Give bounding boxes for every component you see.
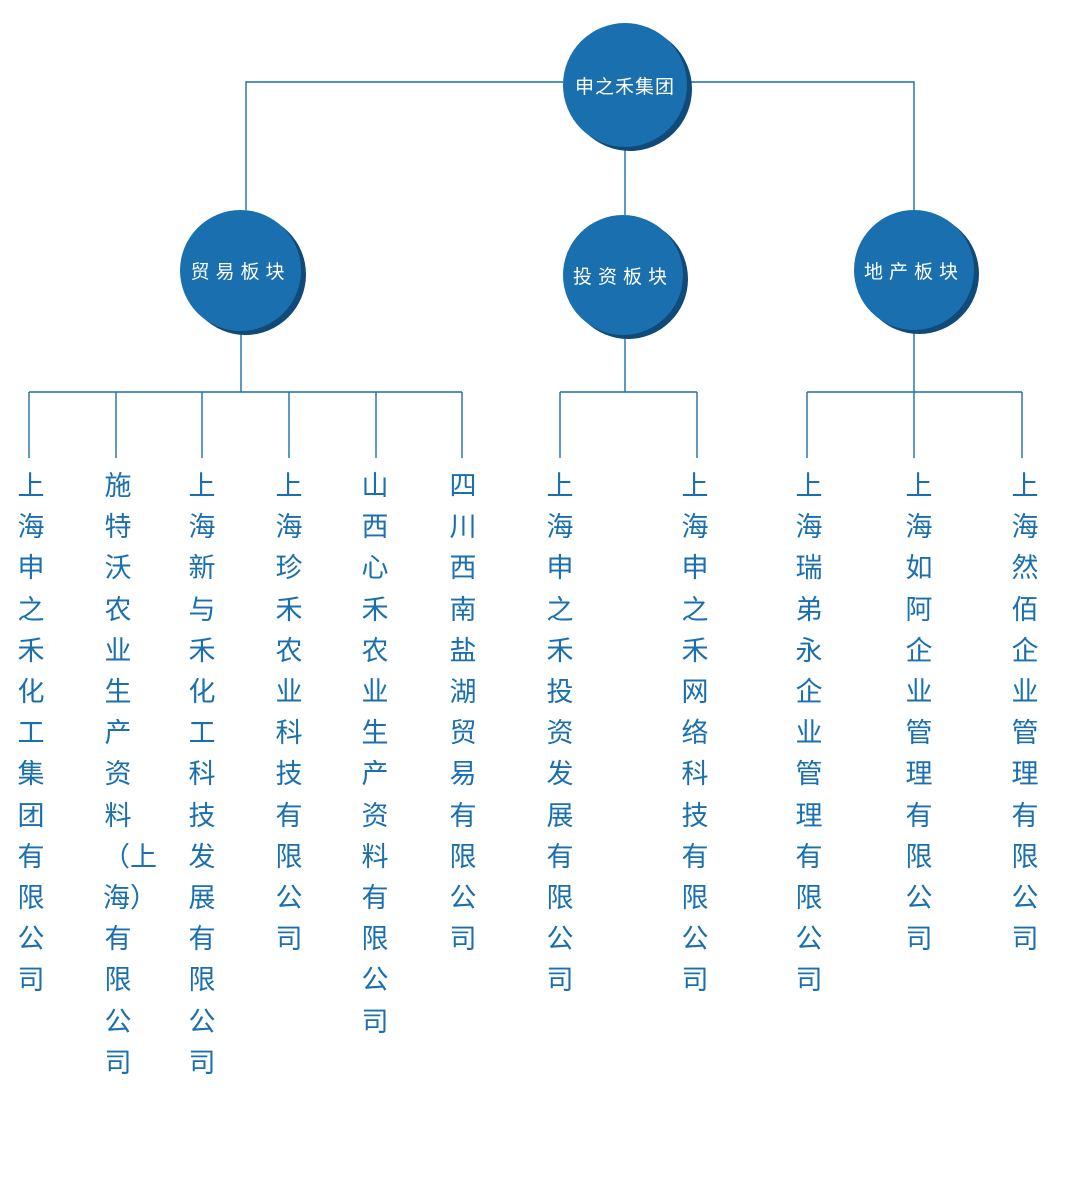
- company-label: 上海新与禾化工科技发展有限公司: [188, 471, 216, 1079]
- connector-root-to-estate: [687, 81, 915, 210]
- company-label: 上海申之禾投资发展有限公司: [546, 471, 574, 997]
- company-label: 上海申之禾化工集团有限公司: [17, 471, 45, 997]
- company-label: 上海然佰企业管理有限公司: [1011, 471, 1039, 956]
- company-label: 上海瑞弟永企业管理有限公司: [795, 471, 823, 997]
- connector-trade-branch: [28, 333, 463, 458]
- company-label: 山西心禾农业生产资料有限公司: [361, 471, 389, 1038]
- connector-estate-branch: [806, 332, 1023, 458]
- connector-invest-branch: [559, 337, 698, 458]
- segment-node-investment: 投资板块: [563, 215, 683, 335]
- company-label: 上海申之禾网络科技有限公司: [681, 471, 709, 997]
- company-label: 上海珍禾农业科技有限公司: [275, 471, 303, 956]
- root-node: 申之禾集团: [563, 23, 687, 147]
- segment-node-trade: 贸易板块: [180, 210, 301, 331]
- company-label: 四川西南盐湖贸易有限公司: [449, 471, 477, 956]
- company-label: 施特沃农业生产资料（上海）有限公司: [103, 471, 157, 1079]
- company-label: 上海如阿企业管理有限公司: [905, 471, 933, 956]
- segment-node-real-estate: 地产板块: [854, 210, 974, 330]
- connector-root-to-trade: [245, 81, 563, 210]
